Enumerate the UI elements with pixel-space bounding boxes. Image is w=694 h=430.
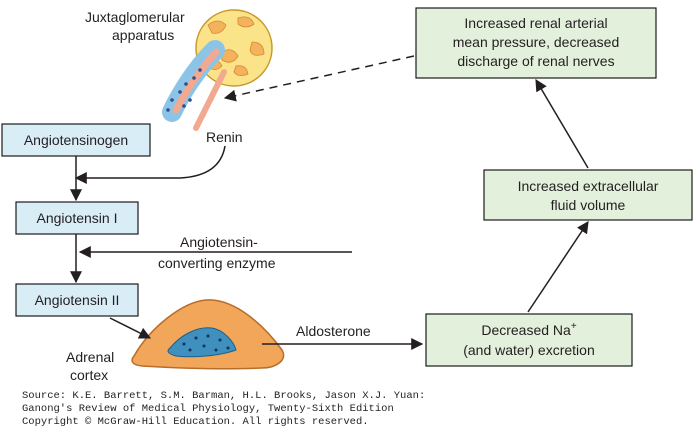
adrenal-medulla-shape	[167, 327, 237, 358]
adrenal-illustration	[131, 299, 285, 370]
glomerulus-lobes	[207, 16, 265, 76]
efferent-vessel	[193, 69, 227, 131]
juxtaglomerular-illustration	[162, 9, 273, 131]
renin-label: Renin	[206, 129, 243, 145]
renal-pressure-box: Increased renal arterial mean pressure, …	[415, 7, 657, 79]
angiotensin-ii-label: Angiotensin II	[35, 292, 120, 308]
sodium-excretion-box: Decreased Na+ (and water) excretion	[425, 313, 633, 367]
source-line-3: Copyright © McGraw-Hill Education. All r…	[22, 416, 369, 428]
angiotensin-i-box: Angiotensin I	[15, 201, 139, 235]
ecf-volume-line-2: fluid volume	[551, 197, 626, 213]
arrow-ecf-to-renal	[535, 78, 589, 169]
angiotensin-i-label: Angiotensin I	[37, 210, 118, 226]
angiotensinogen-box: Angiotensinogen	[1, 123, 151, 157]
renal-pressure-line-1: Increased renal arterial	[464, 15, 607, 31]
arrow-renin	[74, 145, 226, 184]
source-line-2: Ganong's Review of Medical Physiology, T…	[22, 403, 394, 415]
aldosterone-label: Aldosterone	[296, 323, 371, 339]
adrenal-cortex-label: Adrenal cortex	[66, 349, 118, 383]
sodium-excretion-line-1: Decreased Na+	[481, 321, 577, 338]
granular-cells	[166, 68, 202, 112]
ecf-volume-line-1: Increased extracellular	[518, 178, 659, 194]
juxtaglomerular-label: Juxtaglomerular apparatus	[85, 9, 189, 43]
ace-label-line-1: Angiotensin-	[180, 234, 258, 250]
source-line-1: Source: K.E. Barrett, S.M. Barman, H.L. …	[22, 390, 425, 402]
ace-label-line-2: converting enzyme	[158, 255, 276, 271]
angiotensin-ii-box: Angiotensin II	[15, 283, 139, 317]
arrow-excretion-to-ecf	[527, 221, 589, 313]
medulla-dots	[182, 334, 230, 352]
renal-pressure-line-3: discharge of renal nerves	[457, 53, 614, 69]
angiotensinogen-label: Angiotensinogen	[24, 132, 128, 148]
ecf-volume-box: Increased extracellular fluid volume	[483, 169, 693, 221]
sodium-excretion-line-2: (and water) excretion	[463, 342, 595, 358]
renal-pressure-line-2: mean pressure, decreased	[453, 34, 620, 50]
arrow-angiotensin-ii-to-adrenal	[109, 317, 152, 339]
arrow-feedback-dashed	[223, 55, 415, 102]
arteriole-inner	[172, 48, 220, 114]
